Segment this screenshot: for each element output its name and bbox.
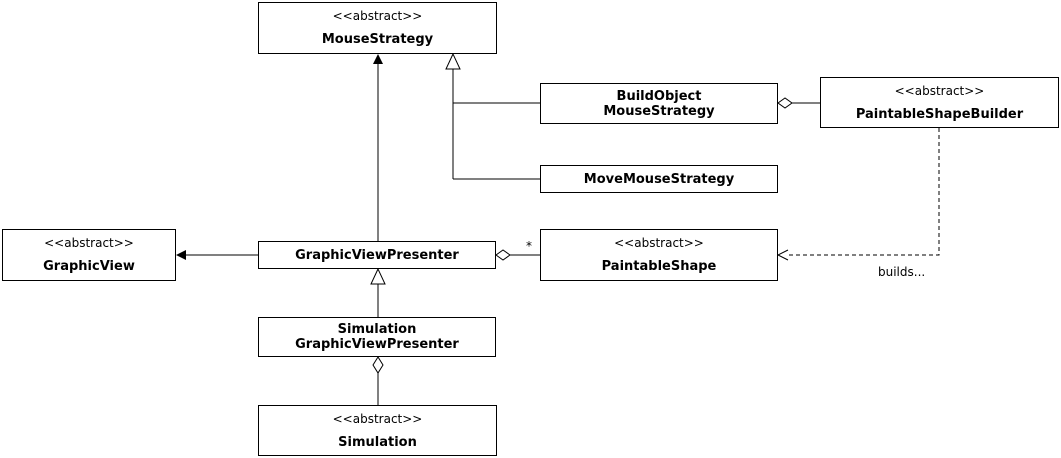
- stereotype-label: <<abstract>>: [44, 236, 134, 250]
- simulation-presenter-inheritance-triangle: [370, 267, 386, 285]
- class-name: PaintableShapeBuilder: [855, 106, 1024, 122]
- mousestrategy-inheritance-triangle: [445, 52, 461, 70]
- builds-dependency-line: [786, 128, 940, 256]
- stereotype-label: <<abstract>>: [614, 236, 704, 250]
- class-name-line1: BuildObject: [616, 88, 702, 104]
- builds-label: builds...: [878, 265, 926, 279]
- simulation-aggregation-diamond: [372, 356, 384, 374]
- class-move-mouse-strategy: MoveMouseStrategy: [540, 165, 778, 193]
- class-name: Simulation: [338, 434, 417, 450]
- class-name-line2: MouseStrategy: [603, 103, 715, 119]
- class-name: PaintableShape: [601, 259, 717, 274]
- class-name: GraphicViewPresenter: [295, 247, 459, 263]
- class-simulation: <<abstract>> Simulation: [258, 405, 497, 456]
- stereotype-label: <<abstract>>: [894, 83, 985, 98]
- presenter-to-graphicview-arrowhead: [176, 250, 186, 260]
- class-name: MouseStrategy: [321, 32, 434, 47]
- class-name-line1: Simulation: [337, 322, 417, 337]
- class-graphic-view-presenter: GraphicViewPresenter: [258, 241, 496, 269]
- builds-dependency-arrowhead: [776, 249, 789, 261]
- presenter-to-mousestrategy-arrowhead: [373, 54, 383, 64]
- class-name: GraphicView: [43, 259, 135, 274]
- class-simulation-graphic-view-presenter: Simulation GraphicViewPresenter: [258, 317, 496, 357]
- class-paintable-shape-builder: <<abstract>> PaintableShapeBuilder: [820, 77, 1059, 128]
- presenter-aggregation-diamond: [495, 249, 511, 261]
- buildobject-aggregation-diamond: [777, 97, 793, 109]
- stereotype-label: <<abstract>>: [332, 411, 423, 426]
- class-mouse-strategy: <<abstract>> MouseStrategy: [258, 2, 497, 54]
- multiplicity-label: *: [526, 239, 532, 253]
- class-build-object-mouse-strategy: BuildObject MouseStrategy: [540, 83, 778, 124]
- class-graphic-view: <<abstract>> GraphicView: [2, 229, 176, 281]
- class-name: MoveMouseStrategy: [583, 171, 735, 187]
- stereotype-label: <<abstract>>: [332, 9, 423, 23]
- class-paintable-shape: <<abstract>> PaintableShape: [540, 229, 778, 281]
- class-name-line2: GraphicViewPresenter: [295, 337, 459, 352]
